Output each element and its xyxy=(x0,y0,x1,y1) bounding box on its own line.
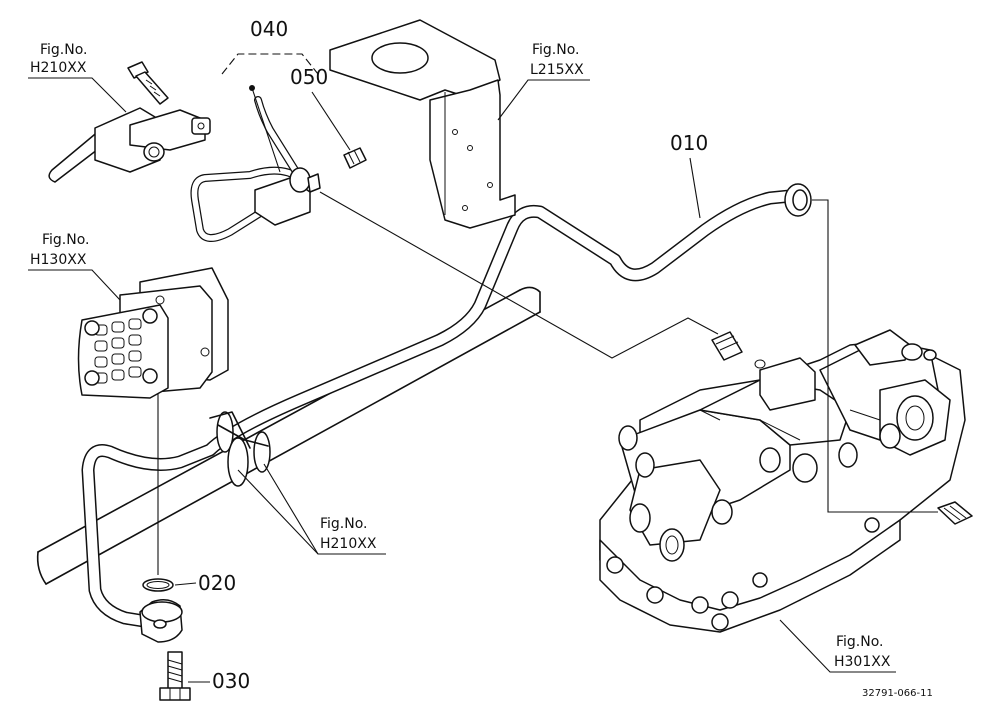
callout-h210-mid-label: Fig.No. xyxy=(320,516,368,532)
label-050: 050 xyxy=(290,65,328,89)
callout-h130: Fig.No. H130XX xyxy=(28,232,121,301)
callout-l215-ref: L215XX xyxy=(530,62,584,78)
pipe-end-nut xyxy=(784,183,812,217)
label-010: 010 xyxy=(670,131,708,155)
callout-h301-label: Fig.No. xyxy=(836,634,884,650)
callout-h130-label: Fig.No. xyxy=(42,232,90,248)
pipe-clamps xyxy=(209,411,271,487)
drawing-code: 32791-066-11 xyxy=(862,688,933,699)
callout-040: 040 xyxy=(221,17,319,173)
callout-l215: Fig.No. L215XX xyxy=(497,42,590,121)
callout-l215-label: Fig.No. xyxy=(532,42,580,58)
main-pipe-010 xyxy=(81,189,797,629)
small-pipe-fitting xyxy=(254,167,321,226)
callout-h130-ref: H130XX xyxy=(30,252,87,268)
callout-h210-top-label: Fig.No. xyxy=(40,42,88,58)
callout-h210-top: Fig.No. H210XX xyxy=(28,42,127,113)
callout-h301: Fig.No. H301XX xyxy=(779,619,896,673)
lever-assembly xyxy=(48,107,211,183)
callout-050: 050 xyxy=(290,65,351,151)
valve-housing xyxy=(599,329,966,633)
callout-h210-top-ref: H210XX xyxy=(30,60,87,76)
callout-010: 010 xyxy=(670,131,708,219)
bolt-030 xyxy=(159,651,191,701)
valve-inlet-fitting xyxy=(711,331,766,369)
callout-h301-ref: H301XX xyxy=(834,654,891,670)
valve-side-fitting xyxy=(937,501,973,525)
label-020: 020 xyxy=(198,571,236,595)
hydraulic-pump xyxy=(77,267,229,399)
set-screw-050 xyxy=(343,147,367,169)
callout-020: 020 xyxy=(174,571,236,595)
banjo-fitting xyxy=(139,599,183,643)
label-030: 030 xyxy=(212,669,250,693)
callout-030: 030 xyxy=(188,669,250,693)
callout-h210-mid: Fig.No. H210XX xyxy=(237,463,386,555)
bracket xyxy=(329,19,516,229)
label-040: 040 xyxy=(250,17,288,41)
lever-bolt xyxy=(127,61,169,105)
small-pipe-040 xyxy=(190,96,304,242)
callout-h210-mid-ref: H210XX xyxy=(320,536,377,552)
